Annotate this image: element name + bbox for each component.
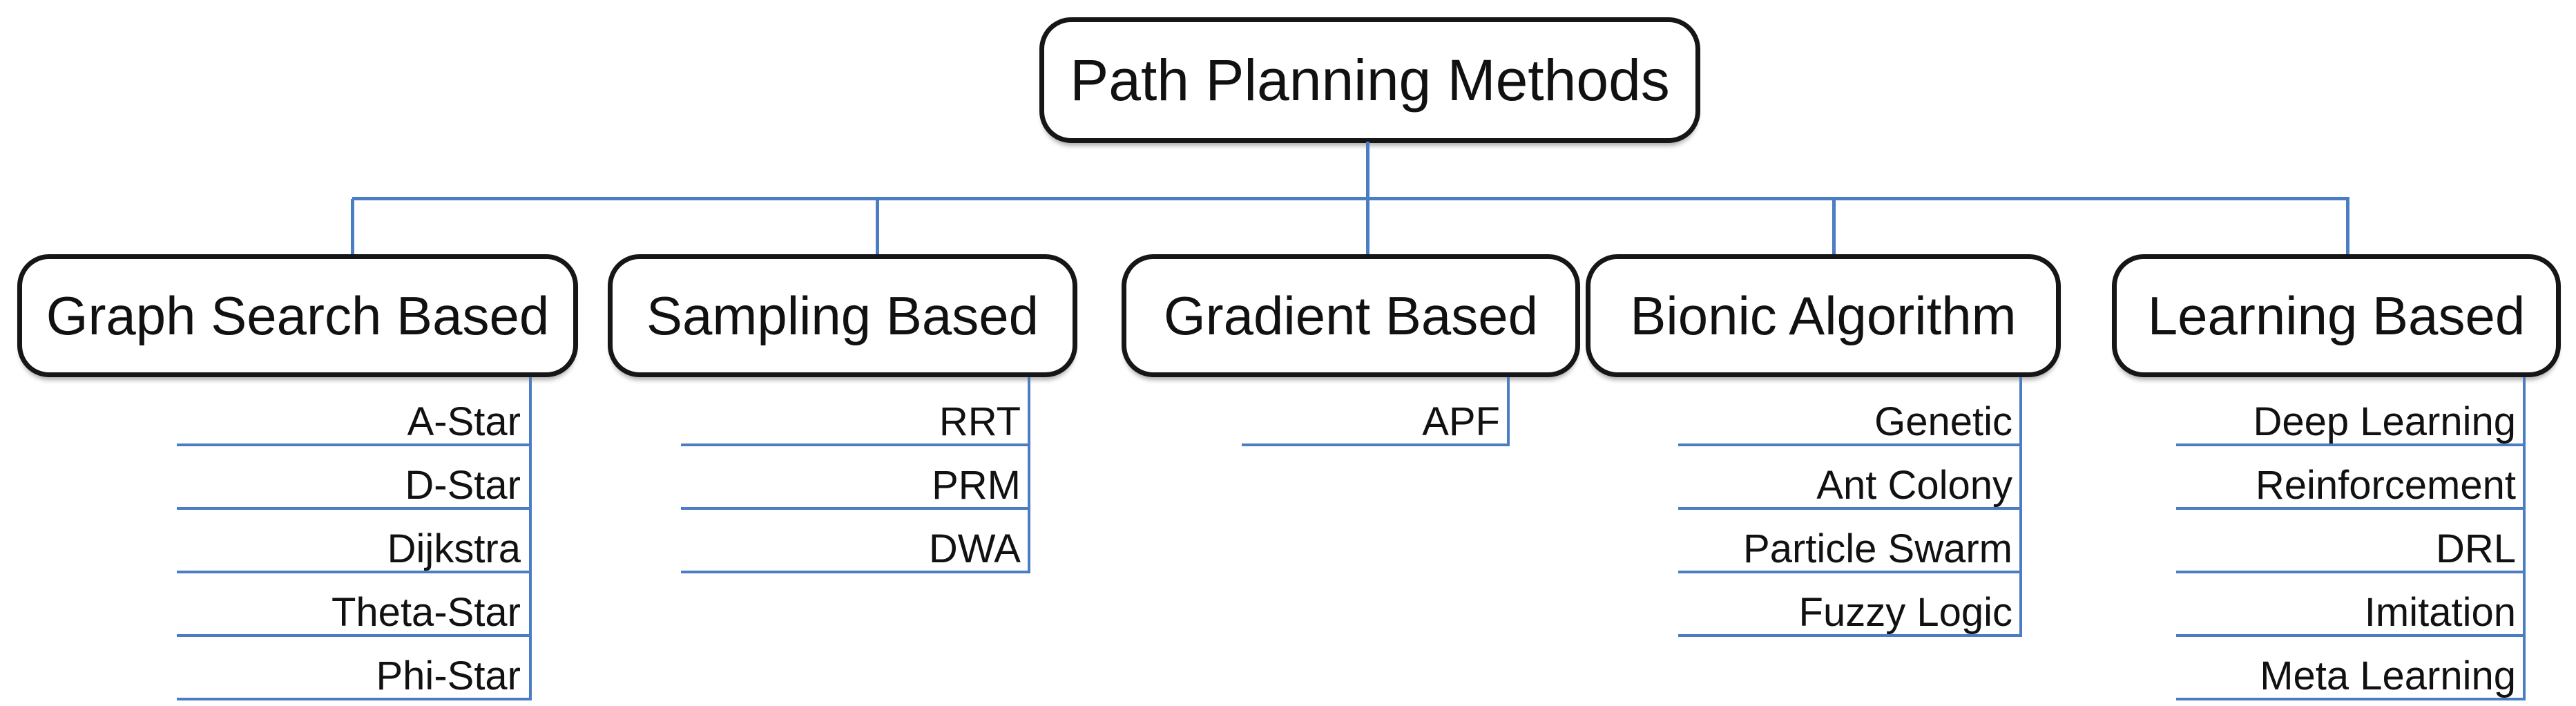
leaf-spine-sampling xyxy=(1028,377,1030,573)
group-box-gradient-based: Gradient Based xyxy=(1122,254,1580,377)
connector-drop-bionic xyxy=(1832,199,1836,254)
leaf-label: DWA xyxy=(928,526,1021,572)
group-label: Sampling Based xyxy=(646,285,1039,346)
leaf-node: Imitation xyxy=(2176,589,2526,637)
leaf-node: Ant Colony xyxy=(1678,461,2022,510)
leaf-label: D-Star xyxy=(405,463,521,508)
leaf-node: Dijkstra xyxy=(177,525,530,573)
root-node: Path Planning Methods xyxy=(1039,17,1700,143)
leaf-label: Imitation xyxy=(2364,590,2516,636)
group-label: Graph Search Based xyxy=(46,285,550,346)
leaf-node: Phi-Star xyxy=(177,652,530,700)
leaf-node: Particle Swarm xyxy=(1678,525,2022,573)
group-label: Bionic Algorithm xyxy=(1630,285,2017,346)
root-node-label: Path Planning Methods xyxy=(1070,47,1670,113)
leaf-label: PRM xyxy=(932,463,1021,508)
group-label: Gradient Based xyxy=(1163,285,1538,346)
connector-drop-gradient xyxy=(1366,199,1369,254)
leaf-label: Genetic xyxy=(1874,399,2012,445)
leaf-spine-gradient xyxy=(1507,377,1510,446)
leaf-label: APF xyxy=(1422,399,1500,445)
leaf-label: Deep Learning xyxy=(2253,399,2516,445)
leaf-node: Theta-Star xyxy=(177,589,530,637)
leaf-label: Reinforcement xyxy=(2255,463,2516,508)
connector-drop-sampling xyxy=(876,199,879,254)
leaf-label: RRT xyxy=(939,399,1021,445)
leaf-node: PRM xyxy=(681,461,1030,510)
leaf-node: Genetic xyxy=(1678,398,2022,446)
leaf-node: DWA xyxy=(681,525,1030,573)
leaf-label: Dijkstra xyxy=(387,526,521,572)
leaf-node: Meta Learning xyxy=(2176,652,2526,700)
group-box-sampling-based: Sampling Based xyxy=(608,254,1077,377)
leaf-label: A-Star xyxy=(407,399,521,445)
leaf-node: DRL xyxy=(2176,525,2526,573)
leaf-label: DRL xyxy=(2435,526,2516,572)
connector-trunk xyxy=(352,197,2349,200)
group-label: Learning Based xyxy=(2147,285,2526,346)
group-box-graph-search-based: Graph Search Based xyxy=(17,254,578,377)
leaf-node: RRT xyxy=(681,398,1030,446)
leaf-node: A-Star xyxy=(177,398,530,446)
leaf-node: D-Star xyxy=(177,461,530,510)
leaf-label: Meta Learning xyxy=(2260,653,2516,699)
leaf-node: Fuzzy Logic xyxy=(1678,589,2022,637)
leaf-label: Particle Swarm xyxy=(1743,526,2012,572)
leaf-node: Deep Learning xyxy=(2176,398,2526,446)
leaf-spine-graph-search xyxy=(529,377,532,700)
leaf-node: APF xyxy=(1242,398,1510,446)
group-box-learning-based: Learning Based xyxy=(2112,254,2561,377)
connector-root-drop xyxy=(1366,142,1369,200)
connector-drop-graph-search xyxy=(351,199,354,254)
leaf-node: Reinforcement xyxy=(2176,461,2526,510)
leaf-label: Theta-Star xyxy=(331,590,521,636)
leaf-label: Phi-Star xyxy=(376,653,521,699)
leaf-spine-learning xyxy=(2523,377,2526,700)
connector-drop-learning xyxy=(2346,199,2349,254)
group-box-bionic-algorithm: Bionic Algorithm xyxy=(1586,254,2061,377)
leaf-label: Ant Colony xyxy=(1816,463,2012,508)
leaf-label: Fuzzy Logic xyxy=(1798,590,2012,636)
